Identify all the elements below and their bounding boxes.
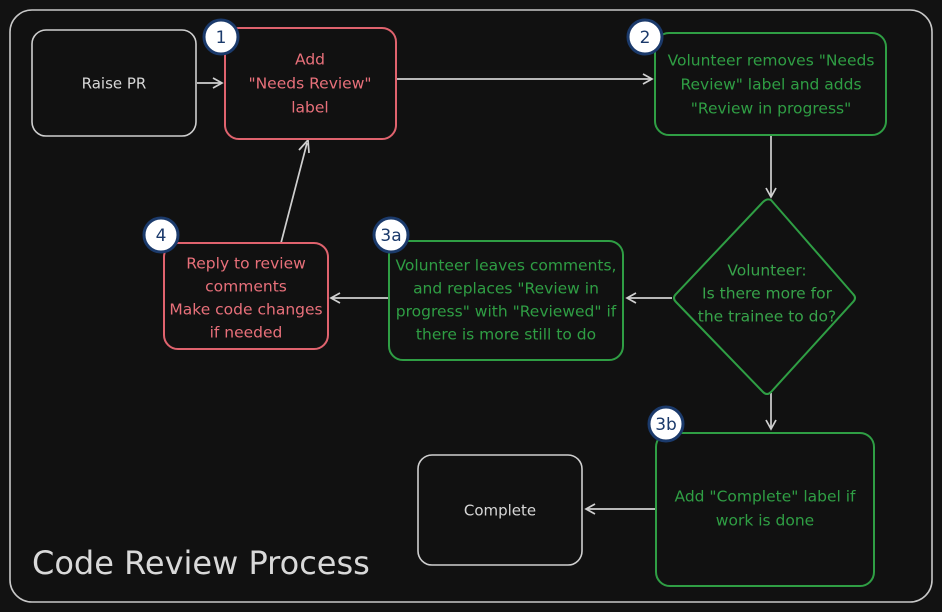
node-volunteer-decision-shape[interactable] (673, 198, 856, 395)
node-volunteer-removes-label-line-1: Review" label and adds (680, 76, 861, 94)
edge-raise-pr-to-node1 (197, 77, 224, 89)
node-reply-to-review-comments-line-0: Reply to review (186, 255, 306, 273)
step-badge-1[interactable]: 1 (202, 18, 240, 56)
node-add-complete-label[interactable]: Add "Complete" label if work is done (655, 432, 875, 587)
node-reply-to-review-comments-line-3: if needed (210, 324, 283, 342)
step-badge-2[interactable]: 2 (626, 18, 664, 56)
node-reply-to-review-comments-shape[interactable] (163, 242, 329, 350)
node-volunteer-leaves-comments-line-3: there is more still to do (416, 326, 596, 344)
step-badge-3a-label: 3a (380, 226, 401, 246)
step-badge-2-label: 2 (640, 28, 651, 48)
node-add-needs-review-label-line-0: Add (295, 51, 325, 69)
edge-decision-to-node3b (765, 393, 777, 431)
step-badge-3a-circle[interactable] (372, 216, 410, 254)
node-complete-shape[interactable] (417, 454, 583, 566)
step-badge-3b-circle[interactable] (647, 405, 685, 443)
step-badge-4-label: 4 (156, 226, 167, 246)
node-volunteer-removes-label-shape[interactable] (654, 32, 887, 136)
node-add-complete-label-shape[interactable] (655, 432, 875, 587)
node-volunteer-removes-label-line-0: Volunteer removes "Needs (668, 52, 875, 70)
node-volunteer-decision-line-0: Volunteer: (727, 262, 806, 280)
diagram-title: Code Review Process (32, 544, 370, 582)
step-badge-4[interactable]: 4 (142, 216, 180, 254)
diagram-frame (9, 9, 933, 603)
node-volunteer-removes-label[interactable]: Volunteer removes "Needs Review" label a… (654, 32, 887, 136)
node-volunteer-decision[interactable]: Volunteer: Is there more for the trainee… (673, 198, 856, 395)
node-volunteer-decision-line-1: Is there more for (702, 285, 833, 303)
node-complete-line-0: Complete (464, 502, 536, 520)
step-badge-3b-label: 3b (655, 415, 677, 435)
edge-node3b-to-complete (584, 503, 655, 515)
node-add-needs-review-label[interactable]: Add "Needs Review" label (224, 27, 397, 140)
node-add-complete-label-line-1: work is done (716, 512, 814, 530)
edge-node1-to-node2 (397, 73, 654, 85)
node-volunteer-decision-line-2: the trainee to do? (698, 308, 836, 326)
node-volunteer-leaves-comments-line-2: progress" with "Reviewed" if (396, 303, 617, 321)
node-reply-to-review-comments[interactable]: Reply to review comments Make code chang… (163, 242, 329, 350)
node-add-needs-review-label-line-2: label (291, 99, 329, 117)
node-raise-pr[interactable]: Raise PR (31, 29, 197, 137)
node-volunteer-leaves-comments[interactable]: Volunteer leaves comments, and replaces … (388, 240, 624, 361)
node-volunteer-leaves-comments-line-1: and replaces "Review in (413, 280, 599, 298)
node-reply-to-review-comments-line-2: Make code changes (169, 301, 322, 319)
node-raise-pr-line-0: Raise PR (82, 75, 147, 93)
step-badge-1-circle[interactable] (202, 18, 240, 56)
step-badge-3a[interactable]: 3a (372, 216, 410, 254)
node-volunteer-leaves-comments-shape[interactable] (388, 240, 624, 361)
node-volunteer-leaves-comments-line-0: Volunteer leaves comments, (396, 257, 617, 275)
edge-node3a-to-node4 (329, 292, 389, 304)
node-reply-to-review-comments-line-1: comments (205, 278, 287, 296)
edge-decision-to-node3a (625, 292, 672, 304)
node-volunteer-removes-label-line-2: "Review in progress" (691, 100, 851, 118)
edge-node2-to-decision (765, 136, 777, 199)
node-add-needs-review-label-shape[interactable] (224, 27, 397, 140)
node-raise-pr-shape[interactable] (31, 29, 197, 137)
node-add-complete-label-line-0: Add "Complete" label if (675, 488, 857, 506)
step-badge-3b[interactable]: 3b (647, 405, 685, 443)
step-badge-4-circle[interactable] (142, 216, 180, 254)
step-badge-2-circle[interactable] (626, 18, 664, 56)
node-add-needs-review-label-line-1: "Needs Review" (248, 75, 371, 93)
node-complete[interactable]: Complete (417, 454, 583, 566)
step-badge-1-label: 1 (216, 28, 227, 48)
